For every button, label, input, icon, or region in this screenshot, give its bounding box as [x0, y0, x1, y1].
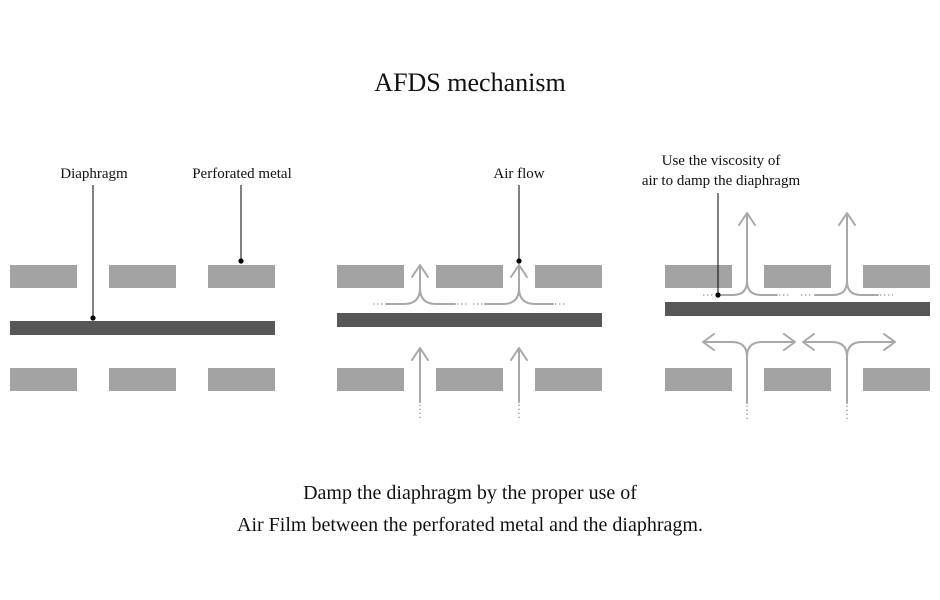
- perforated-metal-plate: [436, 368, 503, 391]
- perforated-metal-label: Perforated metal: [192, 166, 292, 182]
- diaphragm-leader-dot: [90, 315, 96, 321]
- caption-line-2: Air Film between the perforated metal an…: [237, 514, 703, 536]
- arrowhead-up-icon: [838, 212, 856, 226]
- viscosity-leader-dot: [715, 292, 721, 298]
- air-flow-line: [746, 341, 794, 358]
- air-flow-line: [846, 341, 894, 358]
- air-flow-arrow-split: [702, 333, 796, 419]
- air-flow-label: Air flow: [493, 166, 544, 182]
- top-perforated-metal: [665, 265, 930, 288]
- air-flow-line: [419, 287, 456, 305]
- diaphragm-bar: [10, 321, 275, 335]
- perforated-metal-plate: [535, 265, 602, 288]
- air-flow-arrow-up: [411, 347, 429, 418]
- perforated-metal-plate: [535, 368, 602, 391]
- viscosity-label-line-1: Use the viscosity of: [662, 153, 781, 169]
- perforated-metal-plate: [10, 265, 77, 288]
- perforated-metal-plate: [665, 265, 732, 288]
- perforated-metal-plate: [863, 265, 930, 288]
- bottom-perforated-metal: [337, 368, 602, 391]
- perforated-metal-plate: [109, 368, 176, 391]
- air-flow-arrow-merge: [801, 212, 893, 296]
- air-flow-line: [846, 280, 879, 296]
- perforated-metal-leader-dot: [238, 258, 244, 264]
- air-flow-line: [746, 280, 778, 296]
- perforated-metal-plate: [764, 368, 831, 391]
- arrowhead-up-icon: [510, 347, 528, 361]
- perforated-metal-plate: [208, 368, 275, 391]
- perforated-metal-plate: [208, 265, 275, 288]
- diaphragm-label: Diaphragm: [60, 166, 128, 182]
- air-flow-arrow-up: [510, 347, 528, 418]
- panel-2: Air flow: [337, 166, 602, 418]
- perforated-metal-plate: [863, 368, 930, 391]
- panel-3: Use the viscosity of air to damp the dia…: [642, 153, 930, 419]
- diaphragm-bar: [337, 313, 602, 327]
- air-flow-line: [518, 287, 554, 305]
- arrowhead-right-icon: [883, 333, 896, 351]
- arrowhead-up-icon: [411, 347, 429, 361]
- arrowhead-left-icon: [702, 333, 715, 351]
- caption-line-1: Damp the diaphragm by the proper use of: [303, 482, 637, 504]
- bottom-perforated-metal: [665, 368, 930, 391]
- diaphragm-bar: [665, 302, 930, 316]
- perforated-metal-plate: [764, 265, 831, 288]
- diagram-title: AFDS mechanism: [374, 68, 565, 97]
- arrowhead-up-icon: [738, 212, 756, 226]
- air-flow-arrow-merge: [373, 264, 467, 305]
- perforated-metal-plate: [337, 265, 404, 288]
- panel-1: Diaphragm Perforated metal: [10, 166, 292, 391]
- perforated-metal-plate: [109, 265, 176, 288]
- top-perforated-metal: [10, 265, 275, 288]
- air-flow-leader-dot: [516, 258, 522, 264]
- bottom-perforated-metal: [10, 368, 275, 391]
- arrowhead-up-icon: [510, 264, 528, 278]
- perforated-metal-plate: [665, 368, 732, 391]
- air-flow-arrow-merge: [473, 264, 566, 305]
- arrowhead-right-icon: [783, 333, 796, 351]
- arrowhead-left-icon: [802, 333, 815, 351]
- perforated-metal-plate: [436, 265, 503, 288]
- top-perforated-metal: [337, 265, 602, 288]
- perforated-metal-plate: [337, 368, 404, 391]
- perforated-metal-plate: [10, 368, 77, 391]
- viscosity-label-line-2: air to damp the diaphragm: [642, 173, 801, 189]
- arrowhead-up-icon: [411, 264, 429, 278]
- air-flow-arrow-merge: [703, 212, 791, 296]
- air-flow-arrow-split: [802, 333, 896, 419]
